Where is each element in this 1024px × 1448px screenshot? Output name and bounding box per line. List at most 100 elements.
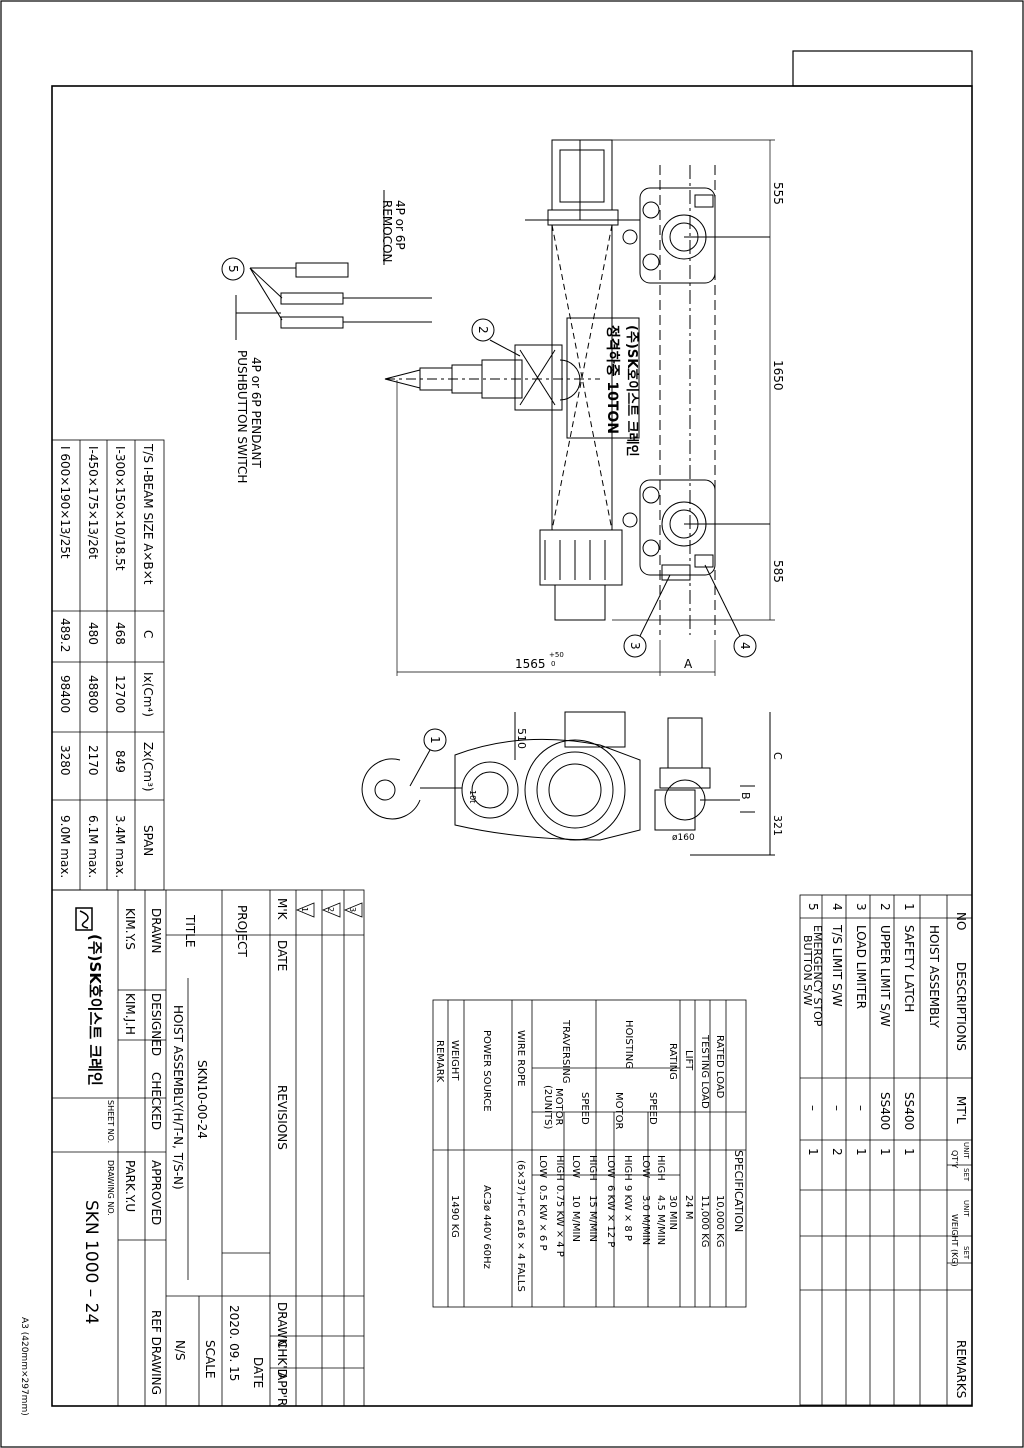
beam-row-2-c: 489.2 [58,618,72,652]
top-view-dim-text: 555 1650 585 1565 +50 0 A [515,182,785,671]
spec-testing-load-value: 11,000 KG [699,1195,710,1247]
tb-drawn-h: DRAWN [275,1302,289,1348]
rev-triangle-3 [343,902,363,918]
spec-text: SPECIFICATION RATED LOAD 10,000 KG TESTI… [434,1019,745,1292]
spec-traversing-speed-label: SPEED [579,1092,590,1125]
dim-tol-zero: 0 [551,660,555,668]
plate-rating: 정격하중 10TON [604,325,621,434]
title-block-text: 3 2 1 M'K DATE REVISIONS DRAWN CHK'D APP… [75,898,363,1406]
dim-a: A [684,657,693,671]
spec-rated-load-label: RATED LOAD [714,1035,725,1099]
parts-list-text: NO DESCRIPTIONS MT'L QT'Y UNIT SET WEIGH… [801,903,970,1398]
parts-row-1-desc: SAFETY LATCH [902,925,916,1012]
parts-row-1-no: 1 [902,903,916,911]
spec-wire-rope-value: (6×37)+FC ø16 × 4 FALLS [515,1160,526,1292]
parts-row-2-mtl: SS400 [878,1092,892,1130]
spec-hoisting-speed-1-k: LOW [640,1155,651,1178]
parts-row-3-desc: LOAD LIMITER [854,925,868,1009]
parts-row-1-mtl: SS400 [902,1092,916,1130]
svg-text:5: 5 [226,265,240,273]
beam-row-1-ix: 48800 [86,675,100,713]
beam-row-2-ix: 98400 [58,675,72,713]
spec-traversing-speed-1-v: 10 M/MIN [570,1195,581,1242]
beam-row-0-c: 468 [113,622,127,645]
tb-approved: APPROVED [149,1160,163,1225]
balloon-5: 5 [221,257,245,281]
spec-traversing-motor-1-v: 0.5 KW × 6 P [537,1185,548,1250]
parts-row-4-mtl: – [830,1105,844,1111]
beam-header-ix: Ix(Cm⁴) [141,672,155,717]
remocon-label-2: REMOCON [380,200,394,263]
beam-row-2-span: 9.0M max. [58,815,72,878]
tb-appr-h: APP'R [275,1372,289,1406]
dim-phi160: ø160 [672,833,695,843]
spec-power-label: POWER SOURCE [481,1030,492,1112]
spec-hoisting-speed-0-v: 4.5 M/MIN [655,1195,666,1245]
parts-row-5-mtl: – [806,1105,820,1111]
spec-rating-label: RATING [667,1043,678,1080]
spec-hoisting-motor-1-v: 6 KW × 12 P [605,1185,616,1247]
parts-row-2-desc: UPPER LIMIT S/W [878,925,892,1027]
spec-testing-load-label: TESTING LOAD [699,1034,710,1109]
parts-row-1-unit: 1 [902,1148,916,1156]
parts-row-2-unit: 1 [878,1148,892,1156]
spec-hoisting-speed-1-v: 3.0 M/MIN [640,1195,651,1245]
spec-wire-rope-label: WIRE ROPE [515,1030,526,1086]
spec-traversing-motor-0-v: 0.75 KW × 4 P [554,1185,565,1257]
parts-header-weight: WEIGHT (KG) [950,1214,959,1267]
parts-header-desc: DESCRIPTIONS [954,962,968,1051]
spec-hoisting-speed-label: SPEED [647,1092,658,1125]
tb-drawing-no: SKN 1000 – 24 [81,1200,101,1324]
pendants [235,190,432,340]
dim-585: 585 [771,560,785,583]
dim-b: B [739,792,752,800]
top-view-dims [396,139,775,676]
parts-row-5-desc2: BUTTON S/W [801,935,814,1006]
spec-hoisting-motor-label: MOTOR [613,1092,624,1129]
beam-row-0-ix: 12700 [113,675,127,713]
balloon-4: 4 [704,564,757,658]
parts-header-no: NO [954,912,968,930]
spec-table [432,999,747,1308]
parts-row-2-no: 2 [878,903,892,911]
company-logo [75,907,93,931]
beam-header-size: T/S I-BEAM SIZE A×B×t [141,443,155,585]
tb-project: PROJECT [235,905,249,958]
tb-scale-value: N/S [173,1340,187,1361]
tb-drawn-by: KIM.Y.S [123,908,137,950]
rev-mark-3: 3 [348,907,357,912]
parts-row-0-desc: HOIST ASSEMBLY [927,925,941,1028]
spec-hoisting-speed-0-k: HIGH [655,1155,666,1181]
rev-triangle-1 [295,902,315,918]
tb-drawn: DRAWN [149,908,163,954]
beam-row-1-size: I-450×175×13/26t [86,446,100,559]
tb-ref: REF DRAWING [149,1310,163,1395]
tb-approved-by: PARK.Y.U [123,1160,137,1212]
plate-company: (주)SK호이스트 크레인 [624,325,640,457]
side-view-text: C B 321 510 ø160 10t [468,728,784,843]
dim-c: C [771,752,784,760]
balloon-1: 1 [409,728,447,787]
hook-label: 10t [468,790,477,803]
dim-1650: 1650 [771,360,785,391]
parts-row-4-unit: 2 [830,1148,844,1156]
parts-row-5-desc: EMERGENCY STOP [811,925,824,1027]
tb-company: (주)SK호이스트 크레인 [86,934,104,1086]
spec-rated-load-value: 10,000 KG [714,1195,725,1247]
dim-1565: 1565 [515,657,546,671]
spec-hoisting-label: HOISTING [623,1020,634,1069]
spec-traversing-label: TRAVERSING [560,1019,571,1084]
svg-text:3: 3 [628,642,642,650]
spec-traversing-speed-1-k: LOW [570,1155,581,1178]
parts-row-3-mtl: – [854,1105,868,1111]
beam-row-0-zx: 849 [113,750,127,773]
parts-row-4-no: 4 [830,903,844,911]
parts-header-mtl: MT'L [954,1096,968,1124]
parts-row-3-unit: 1 [854,1148,868,1156]
tb-title-line1: SKN10-00-24 [195,1060,209,1139]
svg-text:1: 1 [428,736,442,744]
spec-hoisting-motor-1-k: LOW [605,1155,616,1178]
parts-header-weight-set: SET [962,1246,970,1260]
